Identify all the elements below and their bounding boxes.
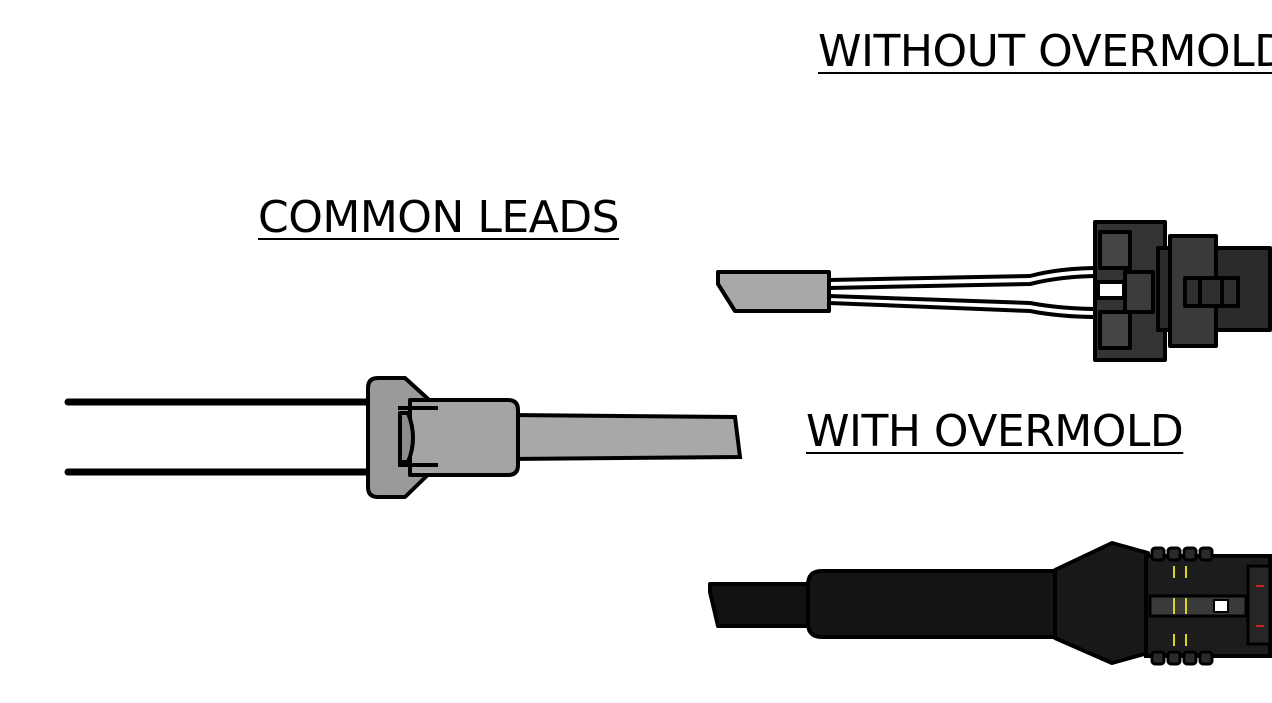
label-common-leads: COMMON LEADS [258,192,620,243]
sensor-tip [716,270,831,313]
label-with-overmold: WITH OVERMOLD [806,406,1184,457]
overmold-boot [1053,541,1150,665]
common-leads-drawing [64,376,743,499]
contact-pins [1173,566,1187,646]
connector-housing [366,376,520,499]
sensor-probe [508,412,743,462]
without-overmold-drawing [716,220,1272,362]
overmold-connector-head [1144,546,1272,666]
connector-body [1093,220,1272,362]
lead-wires [64,398,374,476]
label-without-overmold: WITHOUT OVERMOLD [818,26,1272,77]
overmold-cable [708,569,1062,639]
lead-wires [828,266,1101,319]
latch-markers [1256,585,1264,627]
with-overmold-drawing [708,541,1272,666]
